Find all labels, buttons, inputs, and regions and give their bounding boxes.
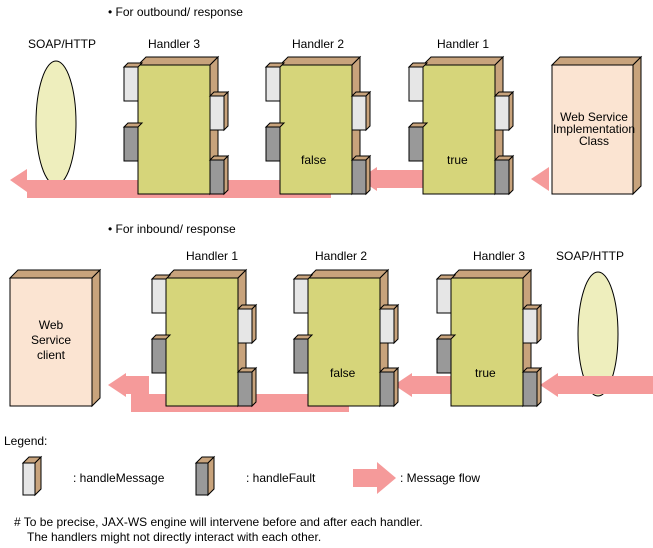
handle-message-tab	[407, 62, 429, 102]
handle-message-tab	[435, 274, 457, 314]
legend-message-flow: : Message flow	[353, 462, 480, 494]
inbound-handler-3-result: true	[475, 366, 496, 380]
handle-message-tab	[122, 62, 144, 102]
client-line-2: Service	[31, 333, 71, 347]
impl-line-2: Implementation	[553, 122, 635, 136]
outbound-handler-1-label: Handler 1	[437, 37, 489, 51]
handle-message-tab	[236, 303, 258, 345]
handle-message-tab	[150, 274, 172, 314]
footnote-line-1: # To be precise, JAX-WS engine will inte…	[14, 515, 423, 529]
handle-fault-tab	[493, 154, 515, 196]
inbound-handler-3-label: Handler 3	[473, 249, 525, 263]
handle-fault-tab	[350, 154, 372, 196]
inbound-soap-label: SOAP/HTTP	[556, 249, 624, 263]
outbound-handler-2: Handler 2 false	[264, 37, 372, 196]
outbound-title: • For outbound/ response	[108, 5, 243, 19]
handle-fault-tab	[150, 334, 172, 374]
client-line-3: client	[37, 348, 66, 362]
inbound-handler-1-label: Handler 1	[186, 249, 238, 263]
handle-fault-tab	[378, 366, 400, 408]
legend-handle-fault-label: : handleFault	[246, 471, 316, 485]
outbound-soap-label: SOAP/HTTP	[28, 37, 96, 51]
handle-message-tab	[521, 303, 543, 345]
inbound-handler-3: Handler 3 true	[435, 249, 543, 408]
client-line-1: Web	[39, 318, 64, 332]
handle-fault-tab	[122, 122, 144, 162]
legend-message-flow-label: : Message flow	[400, 471, 480, 485]
handle-message-tab	[493, 90, 515, 132]
web-service-implementation-class-box: Web Service Implementation Class	[550, 55, 643, 196]
legend-handle-message-label: : handleMessage	[73, 471, 165, 485]
handle-fault-tab	[236, 366, 258, 408]
inbound-handler-2: Handler 2 false	[292, 249, 400, 408]
handle-fault-tab	[521, 366, 543, 408]
handle-message-tab	[264, 62, 286, 102]
outbound-handler-1: Handler 1 true	[407, 37, 515, 196]
inbound-handler-2-result: false	[330, 366, 356, 380]
handle-message-tab	[208, 90, 230, 132]
inbound-title: • For inbound/ response	[108, 222, 236, 236]
outbound-handler-3-label: Handler 3	[148, 37, 200, 51]
inbound-handler-1: Handler 1	[150, 249, 258, 408]
handle-message-tab	[292, 274, 314, 314]
legend-handle-fault: : handleFault	[194, 455, 316, 497]
outbound-handler-2-result: false	[301, 153, 327, 167]
handle-fault-tab	[292, 334, 314, 374]
handle-message-tab	[350, 90, 372, 132]
outbound-handler-2-label: Handler 2	[292, 37, 344, 51]
impl-line-3: Class	[579, 134, 609, 148]
legend-handle-message: : handleMessage	[21, 455, 165, 497]
inbound-handler-2-label: Handler 2	[315, 249, 367, 263]
handle-fault-tab	[264, 122, 286, 162]
handle-fault-tab	[435, 334, 457, 374]
handle-fault-tab	[195, 462, 209, 496]
handle-message-tab	[378, 303, 400, 345]
web-service-client-box: Web Service client	[8, 268, 102, 408]
outbound-handler-3: Handler 3	[122, 37, 230, 196]
handle-fault-tab	[407, 122, 429, 162]
outbound-handler-1-result: true	[447, 153, 468, 167]
inbound-soap-ellipse	[577, 271, 619, 397]
outbound-soap-ellipse	[35, 60, 77, 186]
impl-line-1: Web Service	[560, 110, 628, 124]
legend-title: Legend:	[4, 434, 47, 448]
footnote-line-2: The handlers might not directly interact…	[27, 530, 321, 544]
handle-message-tab	[22, 462, 36, 496]
message-flow-arrow-icon	[377, 462, 396, 494]
handle-fault-tab	[208, 154, 230, 196]
